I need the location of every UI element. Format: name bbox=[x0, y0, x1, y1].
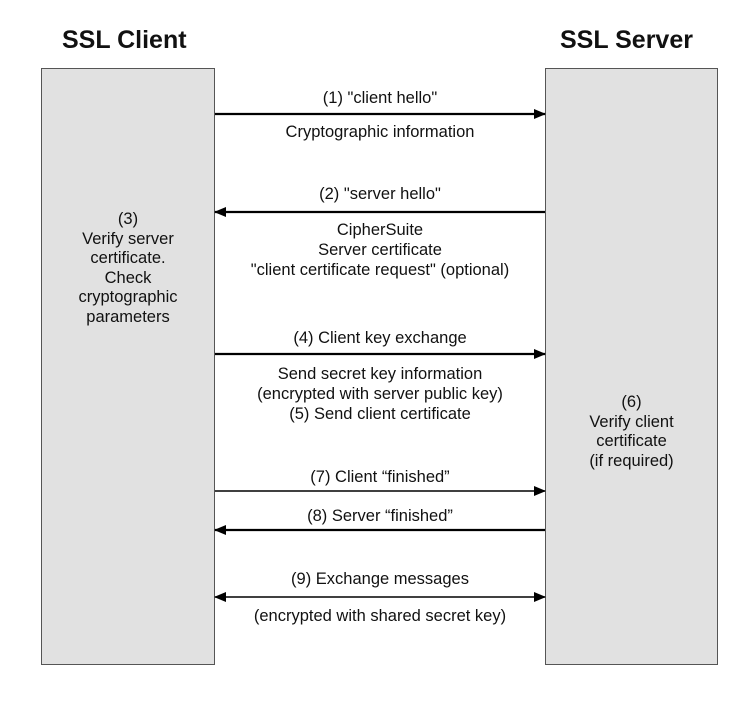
client-hello-label: (1) "client hello" bbox=[322, 89, 438, 107]
exchange-messages-label: (9) Exchange messages bbox=[291, 570, 469, 588]
server-finished-label: (8) Server “finished” bbox=[307, 507, 453, 525]
client-finished-label: (7) Client “finished” bbox=[310, 468, 450, 486]
server-lane bbox=[545, 68, 718, 665]
server-verify-note: (6) Verify client certificate (if requir… bbox=[589, 393, 674, 470]
exchange-messages-detail: (encrypted with shared secret key) bbox=[253, 607, 507, 625]
server-hello-label: (2) "server hello" bbox=[319, 185, 441, 203]
client-hello-detail: Cryptographic information bbox=[285, 123, 475, 141]
client-lane bbox=[41, 68, 215, 665]
server-hello-detail: CipherSuite Server certificate "client c… bbox=[250, 221, 510, 279]
server-title: SSL Server bbox=[560, 26, 693, 54]
client-verify-note: (3) Verify server certificate. Check cry… bbox=[78, 210, 178, 326]
client-key-exchange-detail: Send secret key information (encrypted w… bbox=[257, 365, 503, 423]
client-title: SSL Client bbox=[62, 26, 187, 54]
client-key-exchange-label: (4) Client key exchange bbox=[293, 329, 467, 347]
